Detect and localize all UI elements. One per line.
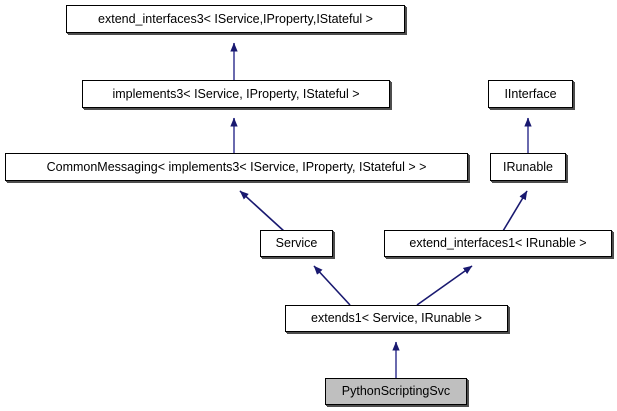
class-node-label: Service <box>275 236 318 251</box>
class-node-label: extends1< Service, IRunable > <box>311 311 482 326</box>
class-node-implements3[interactable]: implements3< IService, IProperty, IState… <box>82 80 390 108</box>
class-node-commonmessaging[interactable]: CommonMessaging< implements3< IService, … <box>5 153 468 181</box>
class-node-label: extend_interfaces3< IService,IProperty,I… <box>98 11 373 26</box>
edge-extends1-to-extend-interfaces1 <box>416 265 473 306</box>
class-node-label: PythonScriptingSvc <box>341 384 451 399</box>
class-node-irunable[interactable]: IRunable <box>490 153 566 181</box>
class-node-extends1[interactable]: extends1< Service, IRunable > <box>285 305 508 332</box>
edge-extend-interfaces1-to-irunable <box>502 190 528 232</box>
class-node-label: IInterface <box>504 86 557 101</box>
class-node-label: IRunable <box>502 159 554 174</box>
edge-service-to-commonmessaging <box>239 190 286 233</box>
class-node-label: implements3< IService, IProperty, IState… <box>112 86 360 101</box>
class-node-pythonscriptingsvc[interactable]: PythonScriptingSvc <box>325 378 467 405</box>
class-node-label: CommonMessaging< implements3< IService, … <box>46 159 427 174</box>
edge-extends1-to-service <box>313 265 351 306</box>
class-node-service[interactable]: Service <box>260 230 333 257</box>
class-node-extend-interfaces3[interactable]: extend_interfaces3< IService,IProperty,I… <box>66 5 405 33</box>
class-node-iinterface[interactable]: IInterface <box>488 80 573 108</box>
class-node-extend-interfaces1[interactable]: extend_interfaces1< IRunable > <box>384 230 612 257</box>
class-node-label: extend_interfaces1< IRunable > <box>409 236 587 251</box>
